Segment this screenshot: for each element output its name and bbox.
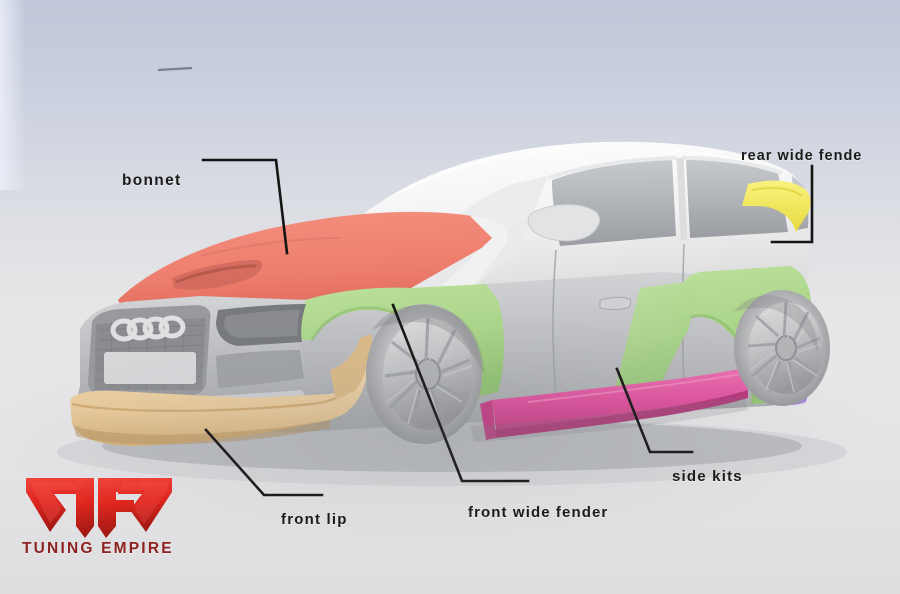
- brand-logo: [20, 470, 185, 570]
- audi-rings-badge: [110, 315, 186, 342]
- spoiler-shade: [751, 187, 803, 197]
- headlight-lens: [224, 310, 300, 338]
- rear-wheel: [734, 290, 830, 406]
- number-plate: [104, 352, 196, 384]
- front-door-handle: [599, 296, 632, 310]
- leader-front-wide-fender: [391, 303, 530, 483]
- front-lip-side-wing: [330, 334, 372, 400]
- front-wheel: [366, 304, 482, 444]
- leader-lines: [201, 158, 814, 497]
- bumper-side-intake: [216, 350, 304, 388]
- side-kit-front-corner: [480, 400, 496, 440]
- bonnet-crease: [199, 237, 341, 257]
- label-front-wide-fender: front wide fender: [468, 504, 609, 521]
- label-front-lip: front lip: [281, 511, 348, 528]
- leader-front-lip: [204, 428, 324, 497]
- leader-rear-wide-fender: [770, 164, 814, 244]
- window-trim: [547, 156, 783, 180]
- rear-arch-shadow: [734, 295, 818, 352]
- te-monogram-icon: [26, 478, 172, 538]
- car-body-group: [70, 141, 830, 446]
- bonnet-vent-lip: [175, 264, 257, 284]
- label-side-kits: side kits: [672, 468, 743, 485]
- side-mirror: [527, 204, 600, 242]
- label-bonnet: bonnet: [122, 172, 182, 189]
- brand-wordmark: TUNING EMPIRE: [22, 540, 174, 557]
- side-kit-underside: [492, 390, 748, 438]
- rear-door-glass: [686, 159, 788, 238]
- tuning-empire-mark-icon: [26, 478, 172, 538]
- cowl-panel: [440, 216, 508, 288]
- label-rear-wide-fender: rear wide fende: [741, 148, 863, 164]
- leader-side-kits: [615, 367, 694, 454]
- leader-bonnet: [201, 158, 289, 255]
- part-rear-spoiler: [742, 180, 811, 232]
- b-pillar: [676, 157, 688, 241]
- rear-quarter-green: [612, 280, 700, 402]
- background-artifact: [157, 66, 193, 72]
- underbody-shadow: [470, 396, 748, 442]
- front-lip-shadow: [74, 420, 330, 445]
- side-kit-crease: [527, 373, 743, 403]
